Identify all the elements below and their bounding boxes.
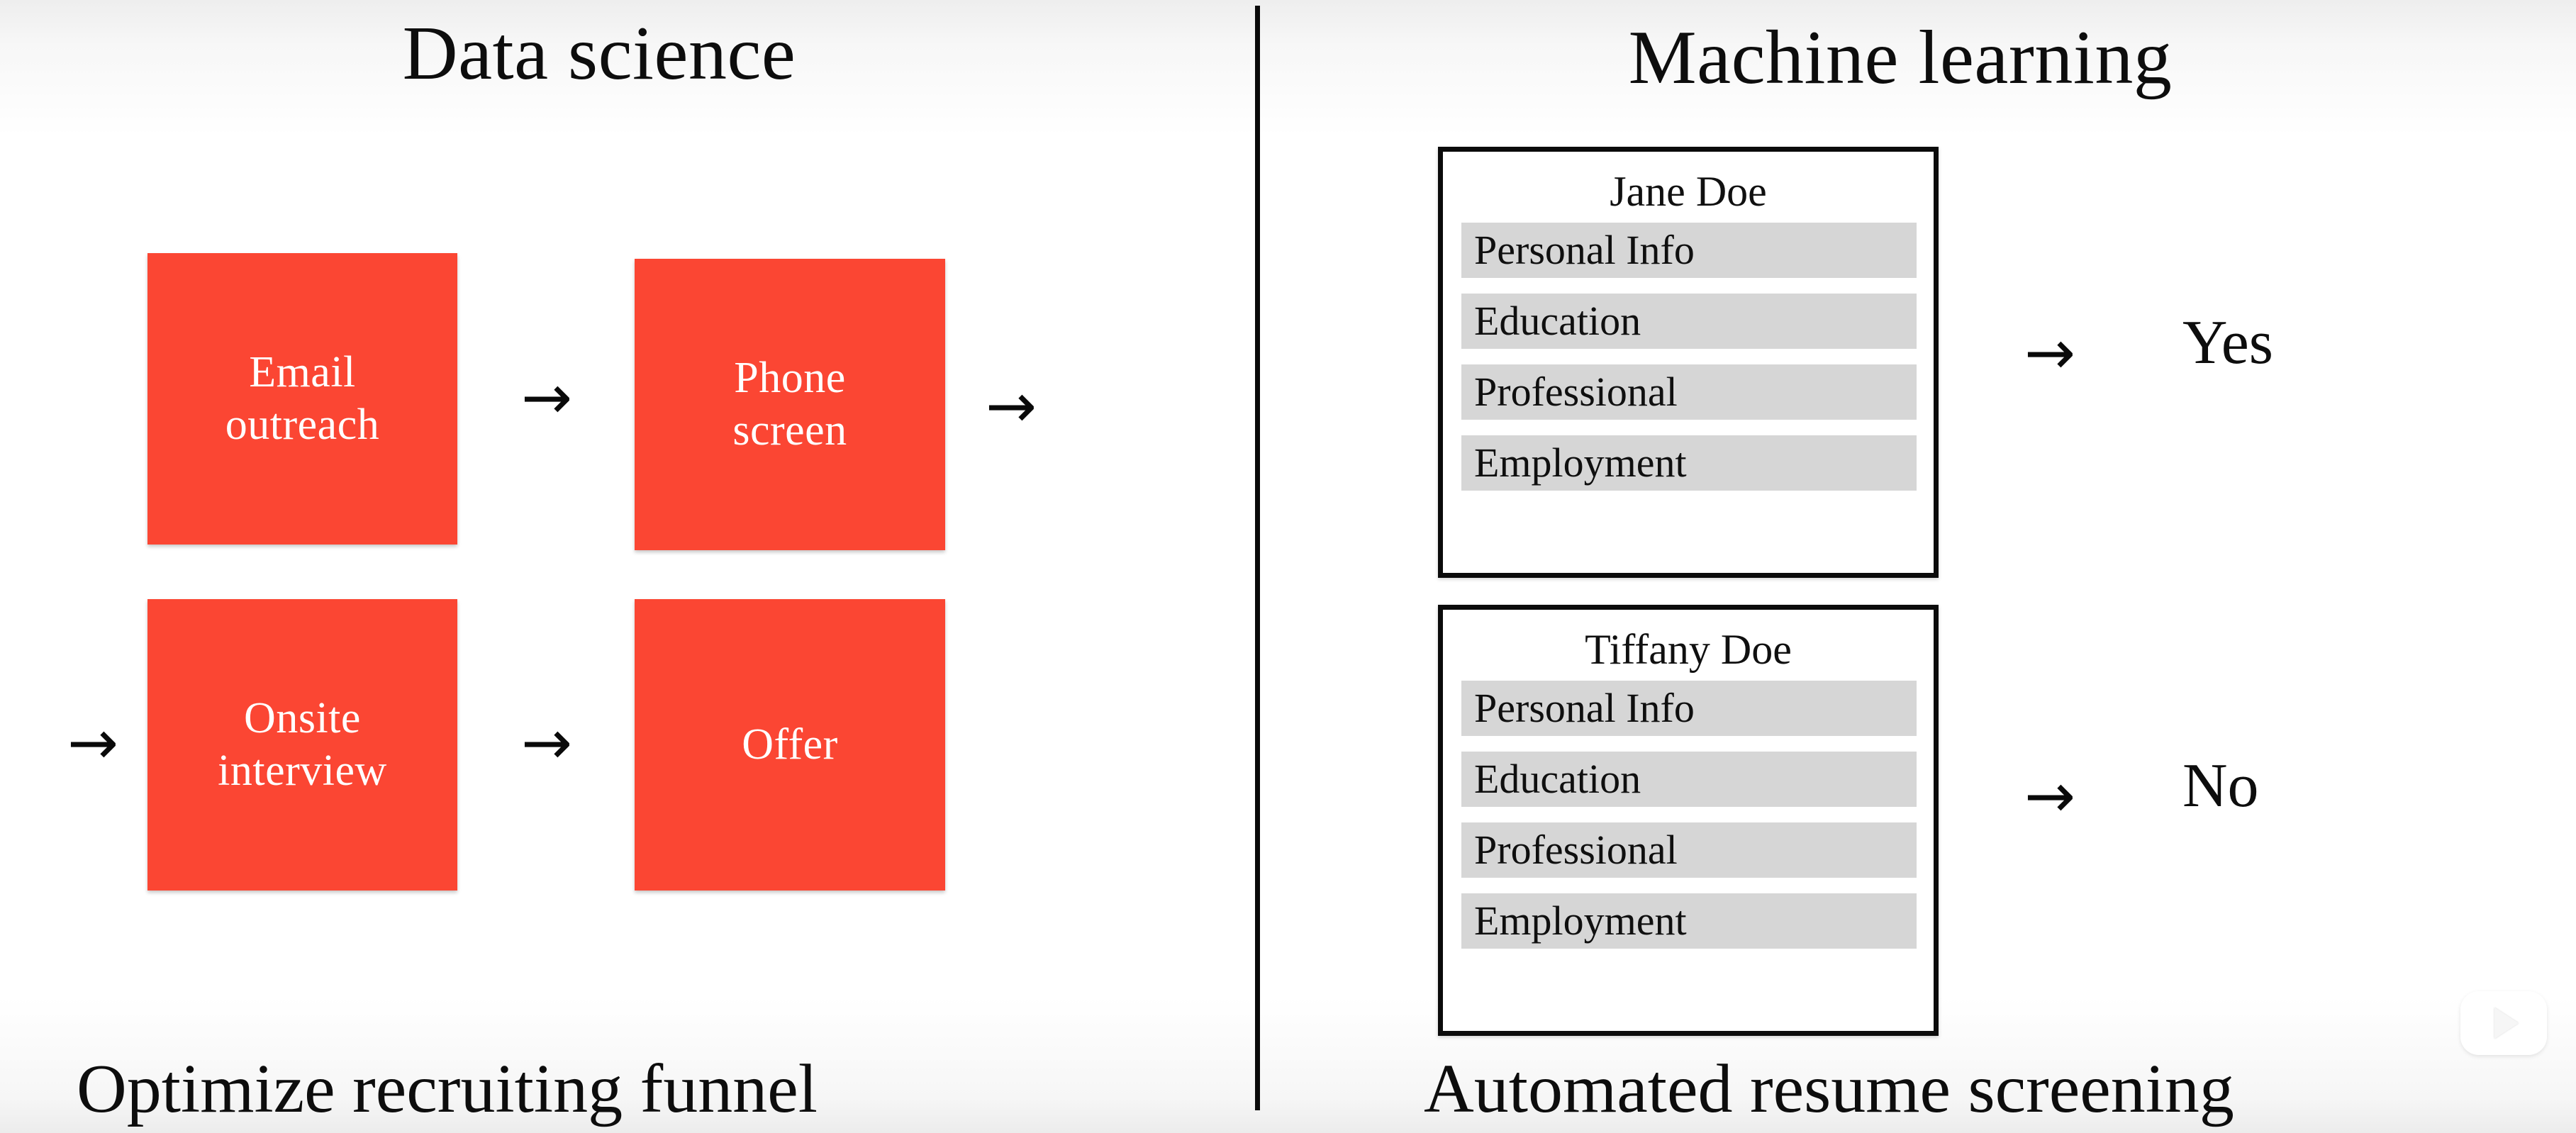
flow-arrow-icon-3: → (67, 708, 119, 778)
right-panel-caption: Automated resume screening (1424, 1051, 2234, 1127)
funnel-box-label-line1: Email (249, 348, 356, 397)
funnel-box-label-line2: screen (732, 406, 847, 454)
resume-card-jane-doe[interactable]: Jane Doe Personal Info Education Profess… (1438, 147, 1939, 578)
vertical-divider (1255, 6, 1260, 1110)
funnel-box-label-line1: Onsite (244, 694, 361, 743)
play-button-icon (2460, 991, 2547, 1055)
verdict-arrow-icon-yes: → (2024, 318, 2076, 389)
funnel-box-onsite-interview[interactable]: Onsite interview (147, 599, 457, 891)
left-panel-caption: Optimize recruiting funnel (77, 1051, 818, 1127)
resume-card-tiffany-doe[interactable]: Tiffany Doe Personal Info Education Prof… (1438, 605, 1939, 1036)
resume-section-list: Personal Info Education Professional Emp… (1443, 681, 1934, 949)
verdict-label-no: No (2182, 752, 2259, 820)
funnel-box-label-line2: outreach (225, 400, 380, 449)
funnel-box-label-line2: interview (218, 746, 387, 795)
funnel-box-label-line1: Phone (734, 354, 846, 403)
resume-section-education: Education (1461, 294, 1917, 349)
funnel-box-label-line1: Offer (742, 720, 838, 769)
resume-section-professional: Professional (1461, 364, 1917, 420)
resume-section-professional: Professional (1461, 822, 1917, 878)
verdict-label-yes: Yes (2182, 308, 2274, 377)
resume-candidate-name: Tiffany Doe (1585, 626, 1792, 673)
funnel-box-email-outreach[interactable]: Email outreach (147, 253, 457, 545)
resume-section-personal-info: Personal Info (1461, 681, 1917, 736)
right-panel-title: Machine learning (1628, 16, 2173, 100)
resume-candidate-name: Jane Doe (1610, 168, 1767, 215)
play-triangle-icon (2494, 1008, 2519, 1039)
flow-arrow-icon-1: → (521, 362, 573, 433)
verdict-arrow-icon-no: → (2024, 761, 2076, 832)
left-panel-title: Data science (402, 11, 796, 96)
resume-section-employment: Employment (1461, 893, 1917, 949)
funnel-box-phone-screen[interactable]: Phone screen (635, 259, 945, 550)
funnel-box-offer[interactable]: Offer (635, 599, 945, 891)
resume-section-list: Personal Info Education Professional Emp… (1443, 223, 1934, 491)
resume-section-employment: Employment (1461, 435, 1917, 491)
flow-arrow-icon-2: → (986, 371, 1037, 442)
resume-section-personal-info: Personal Info (1461, 223, 1917, 278)
flow-arrow-icon-4: → (521, 708, 573, 778)
resume-section-education: Education (1461, 752, 1917, 807)
